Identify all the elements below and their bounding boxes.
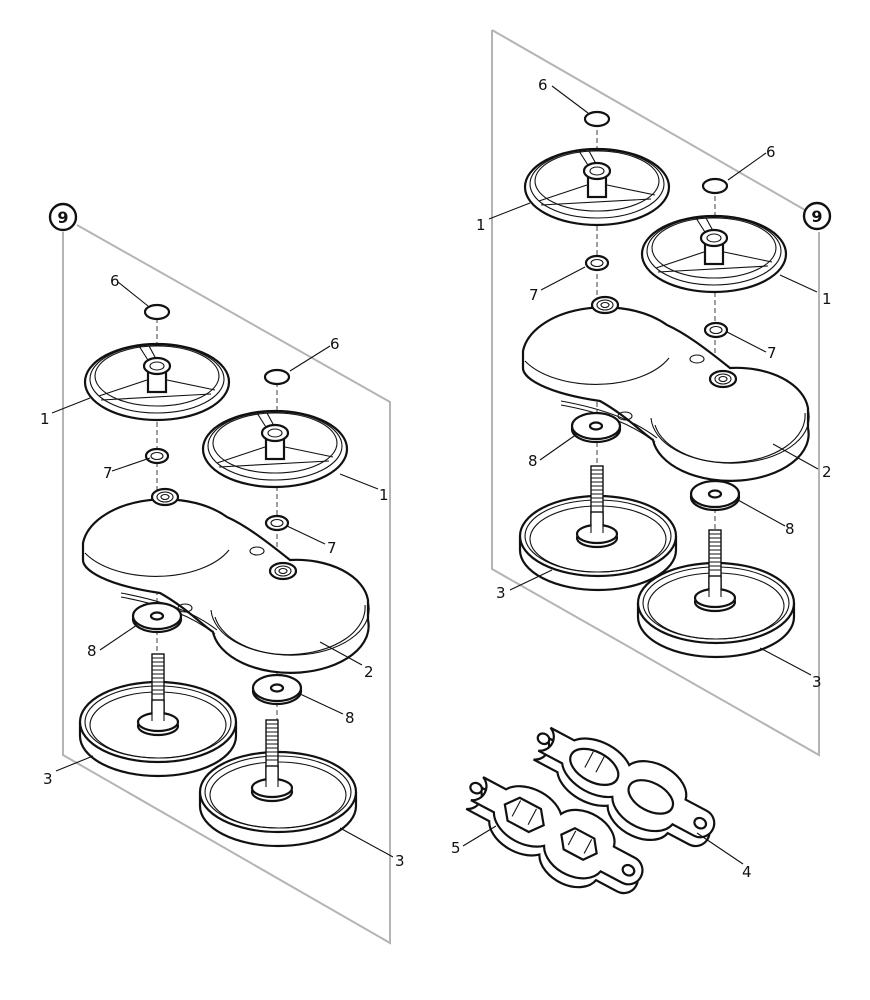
- assembly-frame: [491, 29, 820, 757]
- callout-7: 7: [767, 344, 777, 362]
- callout-6: 6: [330, 335, 340, 353]
- callout-1: 1: [476, 216, 486, 234]
- washer: [131, 601, 183, 634]
- callout-1: 1: [40, 410, 50, 428]
- callout-5: 5: [451, 839, 461, 857]
- callout-6: 6: [766, 143, 776, 161]
- washer: [689, 479, 741, 512]
- o-ring: [703, 321, 729, 339]
- clamp-5: [465, 776, 644, 895]
- svg-text:9: 9: [811, 207, 822, 226]
- callout-8: 8: [345, 709, 355, 727]
- callout-6: 6: [538, 76, 548, 94]
- o-ring: [144, 447, 170, 465]
- callout-2: 2: [822, 463, 832, 481]
- callout-3: 3: [812, 673, 822, 691]
- cover-wheel: [201, 409, 349, 489]
- washer: [251, 673, 303, 706]
- cap-seal: [263, 368, 291, 386]
- callout-4: 4: [742, 863, 752, 881]
- callout-6: 6: [110, 272, 120, 290]
- housing-plate: [521, 295, 811, 482]
- svg-text:9: 9: [57, 208, 68, 227]
- o-ring: [264, 514, 290, 532]
- cap-seal: [143, 303, 171, 321]
- cover-wheel: [83, 342, 231, 422]
- callout-7: 7: [327, 539, 337, 557]
- assembly-right: 9 6 6 1 1 7 7 2 8 8 3: [476, 29, 832, 757]
- cap-seal: [701, 177, 729, 195]
- cover-wheel: [640, 214, 788, 294]
- assembly-badge: 9: [802, 201, 832, 231]
- clamp-4: [533, 726, 716, 848]
- assembly-left: 9 6 6 1 1 7 7 2: [40, 202, 405, 945]
- cap-seal: [583, 110, 611, 128]
- callout-3: 3: [395, 852, 405, 870]
- callout-8: 8: [87, 642, 97, 660]
- callout-8: 8: [528, 452, 538, 470]
- callout-1: 1: [379, 486, 389, 504]
- callout-1: 1: [822, 290, 832, 308]
- callout-8: 8: [785, 520, 795, 538]
- washer: [570, 411, 622, 444]
- callout-3: 3: [496, 584, 506, 602]
- cover-wheel: [523, 147, 671, 227]
- o-ring: [584, 254, 610, 272]
- callout-7: 7: [529, 286, 539, 304]
- callout-3: 3: [43, 770, 53, 788]
- callout-2: 2: [364, 663, 374, 681]
- assembly-badge: 9: [48, 202, 78, 232]
- assembly-frame: [62, 224, 391, 945]
- callout-7: 7: [103, 464, 113, 482]
